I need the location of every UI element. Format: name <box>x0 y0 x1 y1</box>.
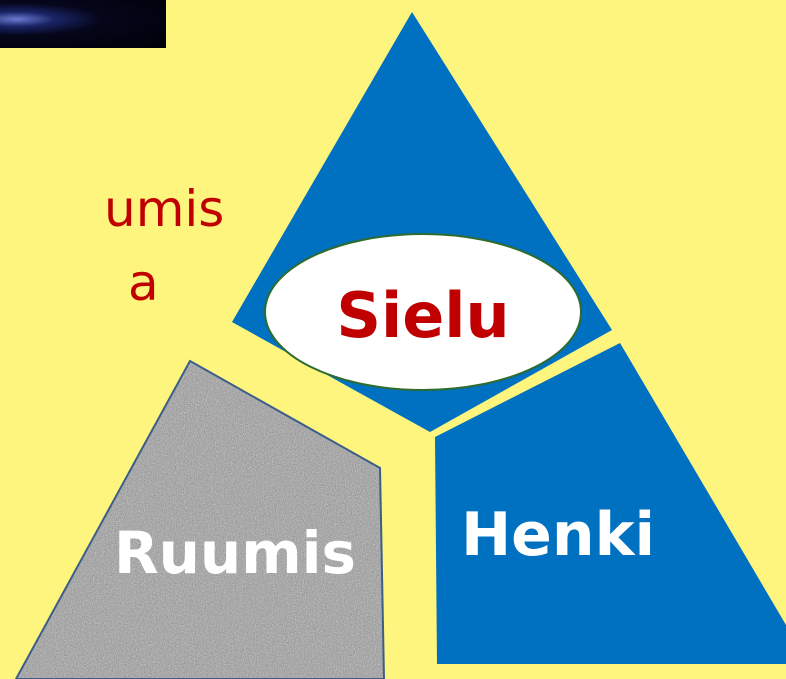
text-fragment-2: a <box>128 254 159 312</box>
corner-photo <box>0 0 166 48</box>
text-fragment-1: umis <box>104 180 225 238</box>
ruumis-label: Ruumis <box>114 519 356 587</box>
henki-label: Henki <box>461 500 655 570</box>
sielu-ellipse <box>264 233 582 391</box>
ruumis-section <box>14 359 386 679</box>
henki-section <box>435 343 786 664</box>
sielu-label: Sielu <box>336 279 509 352</box>
